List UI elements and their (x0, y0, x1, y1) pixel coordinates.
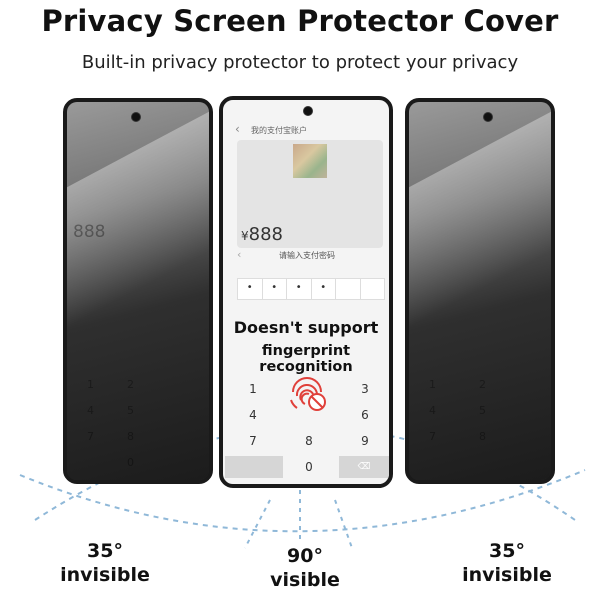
no-fingerprint-line1: Doesn't support (233, 318, 379, 337)
delete-key[interactable]: ⌫ (339, 456, 389, 478)
no-fingerprint-line2: fingerprint recognition (259, 343, 353, 375)
ghost-key: 5 (127, 404, 134, 417)
password-header: ‹ 请输入支付密码 (235, 248, 385, 264)
middle-angle-label: 90° visible (230, 545, 380, 591)
camera-icon (303, 106, 313, 116)
pin-cell: • (238, 279, 263, 299)
angle-visibility: invisible (60, 564, 150, 586)
angle-visibility: visible (270, 569, 340, 591)
keypad-key-1[interactable]: 1 (249, 382, 257, 396)
ghost-key: 4 (87, 404, 94, 417)
middle-phone: ‹ 我的支付宝账户 ¥888 ‹ 请输入支付密码 • • • • Doesn't… (219, 96, 393, 488)
ghost-key: 7 (87, 430, 94, 443)
keypad-key-8[interactable]: 8 (305, 434, 313, 448)
title: Privacy Screen Protector Cover (41, 4, 559, 38)
camera-icon (483, 112, 493, 122)
app-header: 我的支付宝账户 (251, 126, 307, 135)
privacy-dark-screen: 1 2 4 5 7 8 (409, 102, 551, 480)
pin-cell (336, 279, 361, 299)
right-angle-label: 35° invisible (432, 540, 582, 586)
password-prompt: 请输入支付密码 (279, 251, 335, 260)
ghost-amount: 888 (73, 222, 106, 242)
ghost-key: 8 (127, 430, 134, 443)
payment-amount: ¥888 (241, 224, 283, 245)
ghost-key: 8 (479, 430, 486, 443)
keypad-key-6[interactable]: 6 (361, 408, 369, 422)
ghost-key: 1 (87, 378, 94, 391)
fingerprint-disabled-icon (290, 377, 326, 411)
ghost-key: 4 (429, 404, 436, 417)
angle-visibility: invisible (462, 564, 552, 586)
left-phone: 888 1 2 4 5 7 8 0 (63, 98, 213, 484)
ghost-key: 2 (127, 378, 134, 391)
payment-card: ¥888 (237, 140, 383, 248)
back-arrow-icon[interactable]: ‹ (235, 122, 240, 136)
pin-cell: • (263, 279, 287, 299)
camera-icon (131, 112, 141, 122)
pin-cell: • (287, 279, 312, 299)
keypad-key-3[interactable]: 3 (361, 382, 369, 396)
angle-degrees: 35° (87, 540, 123, 562)
subtitle: Built-in privacy protector to protect yo… (81, 52, 519, 73)
angle-degrees: 35° (489, 540, 525, 562)
pin-input[interactable]: • • • • (237, 278, 385, 300)
right-phone: 1 2 4 5 7 8 (405, 98, 555, 484)
angle-degrees: 90° (287, 545, 323, 567)
ghost-key: 5 (479, 404, 486, 417)
keypad-key-0[interactable]: 0 (305, 460, 313, 474)
pin-cell: • (312, 279, 336, 299)
back-arrow-icon[interactable]: ‹ (237, 248, 242, 261)
privacy-dark-screen: 888 1 2 4 5 7 8 0 (67, 102, 209, 480)
ghost-key: 1 (429, 378, 436, 391)
keypad-key-9[interactable]: 9 (361, 434, 369, 448)
merchant-avatar (293, 144, 327, 178)
keypad-blank-key (225, 456, 283, 478)
pin-cell (361, 279, 385, 299)
backspace-icon: ⌫ (357, 462, 371, 472)
ghost-key: 0 (127, 456, 134, 469)
left-angle-label: 35° invisible (30, 540, 180, 586)
keypad-key-4[interactable]: 4 (249, 408, 257, 422)
keypad-key-7[interactable]: 7 (249, 434, 257, 448)
ghost-key: 7 (429, 430, 436, 443)
ghost-key: 2 (479, 378, 486, 391)
